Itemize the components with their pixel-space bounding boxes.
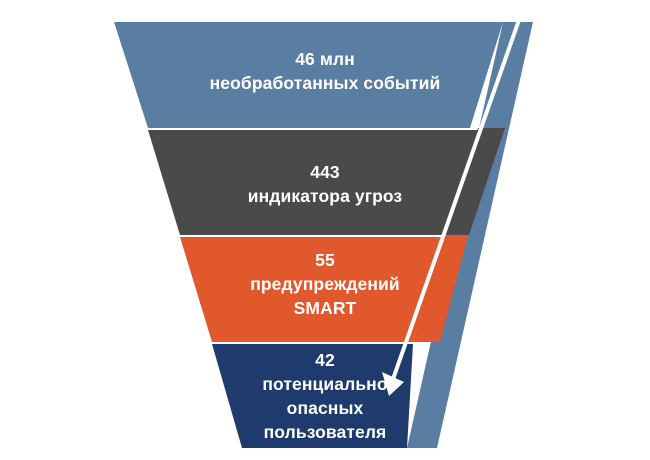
stage-2-value: 443: [310, 162, 340, 182]
flow-arrow-icon: [382, 18, 521, 396]
funnel-side-band-orange: [413, 235, 468, 342]
stage-3-value: 55: [315, 250, 335, 270]
stage-2-text: индикатора угроз: [247, 186, 403, 206]
stage-1-text: необработанных событий: [209, 73, 441, 93]
stage-4-label: 42 потенциально опасных пользователя: [0, 348, 650, 444]
stage-3-text-line2: SMART: [293, 298, 357, 318]
funnel-stage-1: [114, 22, 503, 128]
stage-4-text-line3: пользователя: [263, 422, 387, 442]
stage-2-label: 443 индикатора угроз: [0, 160, 650, 208]
funnel-stage-2: [148, 130, 478, 235]
stage-3-text-line1: предупреждений: [250, 274, 400, 294]
stage-1-value: 46 млн: [295, 49, 355, 69]
stage-1-label: 46 млн необработанных событий: [0, 47, 650, 95]
funnel-side-band-dark: [440, 128, 505, 235]
stage-4-text-line2: опасных: [286, 398, 364, 418]
funnel-stage-3: [180, 237, 443, 342]
stage-4-text-line1: потенциально: [262, 374, 388, 394]
stage-4-value: 42: [315, 350, 335, 370]
funnel-stage-4: [212, 344, 413, 448]
stage-3-label: 55 предупреждений SMART: [0, 248, 650, 320]
